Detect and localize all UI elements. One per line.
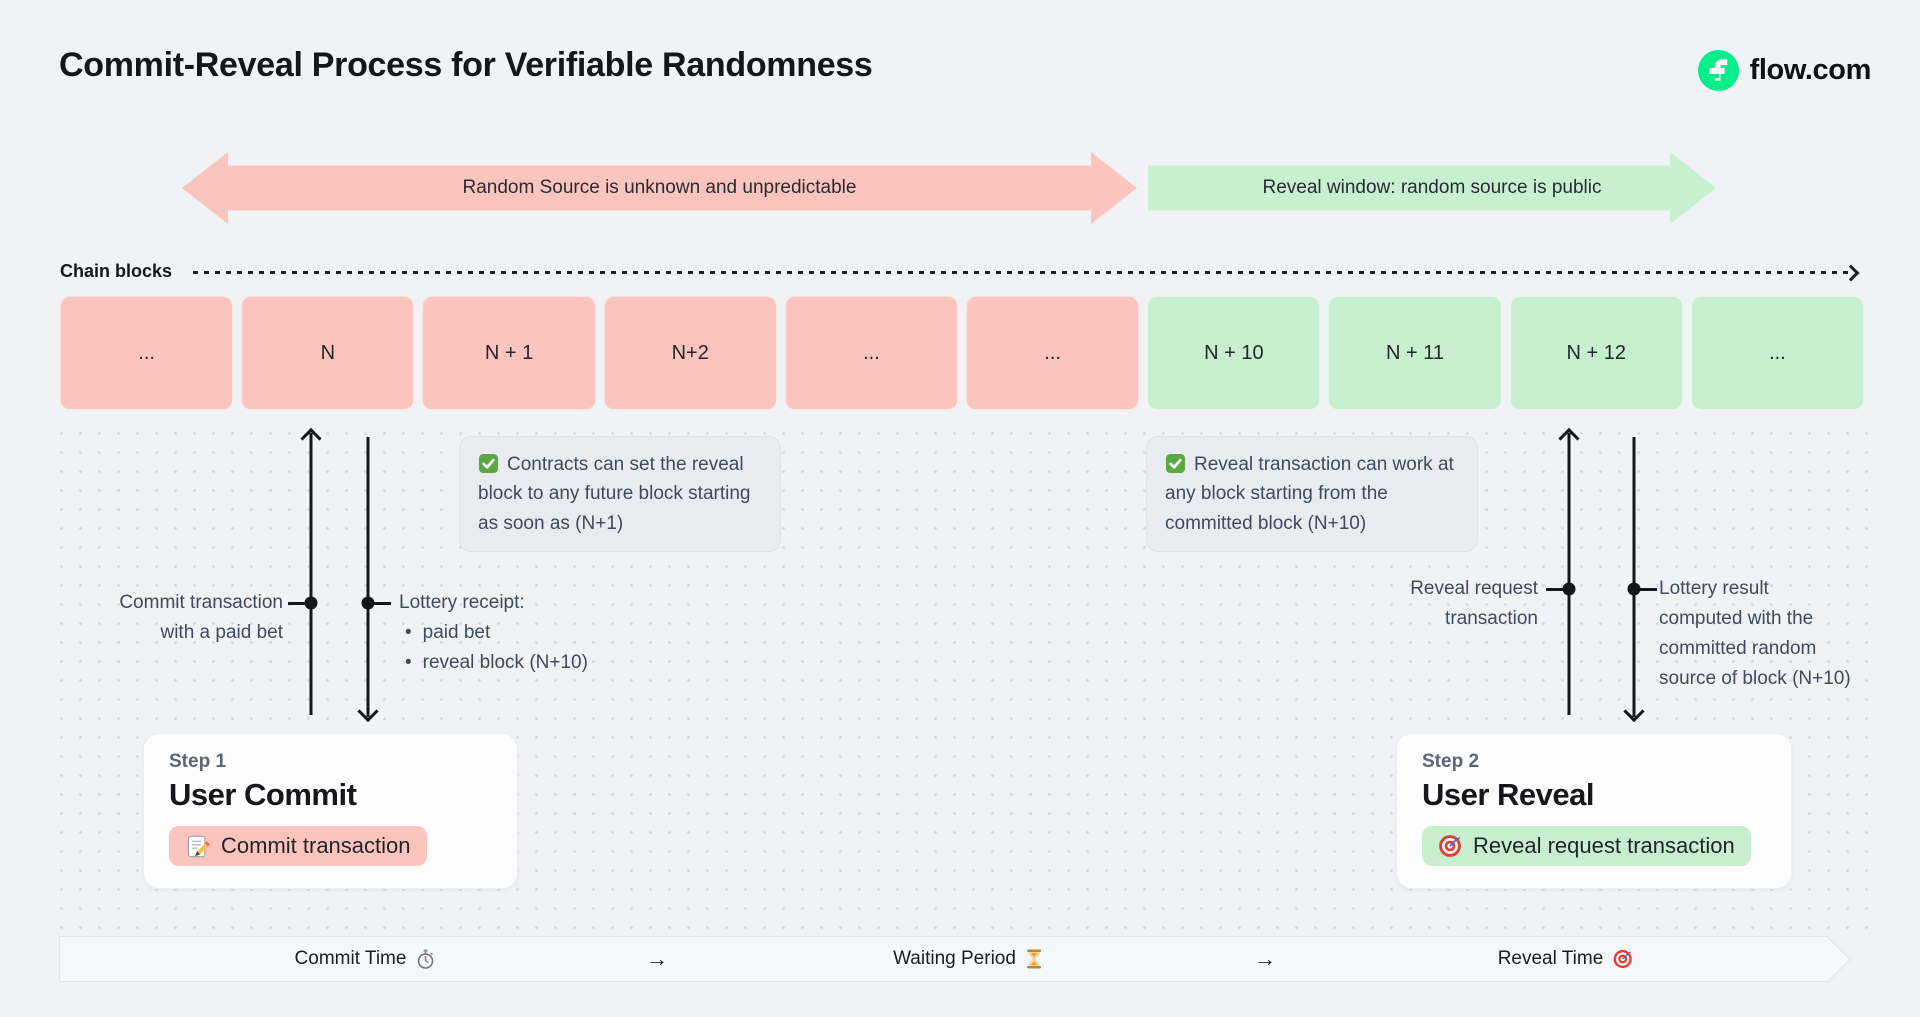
band-reveal-window-label: Reveal window: random source is public <box>1262 177 1602 198</box>
reveal-request-pill: Reveal request transaction <box>1422 826 1751 866</box>
receipt-bullet: reveal block (N+10) <box>399 648 588 678</box>
chain-block: N <box>241 296 415 410</box>
chain-block: N + 12 <box>1509 296 1683 410</box>
timeline-bar: Commit Time → Waiting Period <box>59 935 1851 983</box>
chain-block: ... <box>784 296 959 410</box>
band-reveal-window: Reveal window: random source is public <box>1148 152 1716 224</box>
chain-dotted-line <box>193 271 1848 274</box>
step2-card: Step 2 User Reveal Reveal request transa… <box>1396 733 1792 889</box>
target-icon <box>1438 834 1462 858</box>
receipt-down-arrow <box>355 434 381 723</box>
chain-block: N+2 <box>603 296 777 410</box>
band-unpredictable: Random Source is unknown and unpredictab… <box>182 152 1137 224</box>
commit-up-arrow <box>298 427 324 718</box>
band-unpredictable-label: Random Source is unknown and unpredictab… <box>462 177 857 198</box>
step1-label: Step 1 <box>169 751 227 772</box>
chain-block: N + 11 <box>1328 296 1502 410</box>
check-icon <box>1165 453 1186 474</box>
timeline-reveal-time: Reveal Time <box>1498 948 1633 970</box>
step1-title: User Commit <box>169 777 357 812</box>
step2-label: Step 2 <box>1422 751 1480 772</box>
chain-block: ... <box>1690 296 1865 410</box>
check-icon <box>478 453 499 474</box>
lottery-receipt-label: Lottery receipt: paid bet reveal block (… <box>399 588 588 678</box>
commit-transaction-pill: Commit transaction <box>169 826 427 866</box>
tick-line <box>1635 587 1657 591</box>
stopwatch-icon <box>415 949 435 969</box>
receipt-bullet: paid bet <box>399 618 588 648</box>
commit-transaction-pill-label: Commit transaction <box>221 833 411 858</box>
note-reveal-window: Reveal transaction can work at any block… <box>1146 436 1478 553</box>
chain-block: ... <box>966 296 1140 410</box>
target-icon <box>1612 949 1632 969</box>
chain-block: N + 10 <box>1147 296 1321 410</box>
brand: flow.com <box>1697 50 1872 91</box>
note-reveal-window-text: Reveal transaction can work at any block… <box>1165 454 1454 534</box>
timeline-arrow-glyph: → <box>1254 946 1276 971</box>
timeline-waiting-period: Waiting Period <box>893 948 1043 970</box>
tick-line <box>288 601 310 605</box>
chain-arrow-icon <box>1842 264 1860 281</box>
hourglass-icon <box>1025 949 1043 969</box>
page-title: Commit-Reveal Process for Verifiable Ran… <box>59 46 873 84</box>
result-down-arrow <box>1621 434 1647 723</box>
step1-card: Step 1 User Commit Commit transaction <box>143 733 518 889</box>
timeline-arrow-glyph: → <box>646 946 668 971</box>
lottery-result-label: Lottery result computed with the committ… <box>1659 578 1851 689</box>
tick-line <box>1546 587 1568 591</box>
commit-transaction-label: Commit transaction with a paid bet <box>119 592 283 643</box>
note-commit-window: Contracts can set the reveal block to an… <box>459 436 781 553</box>
reveal-request-pill-label: Reveal request transaction <box>1473 833 1735 858</box>
reveal-request-label: Reveal request transaction <box>1410 578 1538 629</box>
brand-name: flow.com <box>1749 54 1872 86</box>
note-commit-window-text: Contracts can set the reveal block to an… <box>478 454 751 534</box>
timeline-commit-time: Commit Time <box>295 948 436 970</box>
memo-icon <box>185 834 210 859</box>
chain-blocks-label: Chain blocks <box>60 261 173 281</box>
reveal-up-arrow <box>1556 427 1582 718</box>
chain-block: N + 1 <box>422 296 596 410</box>
chain-block-row: ... N N + 1 N+2 ... ... N + 10 N + 11 N … <box>60 296 1865 410</box>
tick-line <box>369 601 391 605</box>
timeline-arrowhead-icon <box>1804 935 1851 983</box>
step2-title: User Reveal <box>1422 777 1595 812</box>
chain-block: ... <box>60 296 234 410</box>
flow-logo-icon <box>1697 50 1739 91</box>
